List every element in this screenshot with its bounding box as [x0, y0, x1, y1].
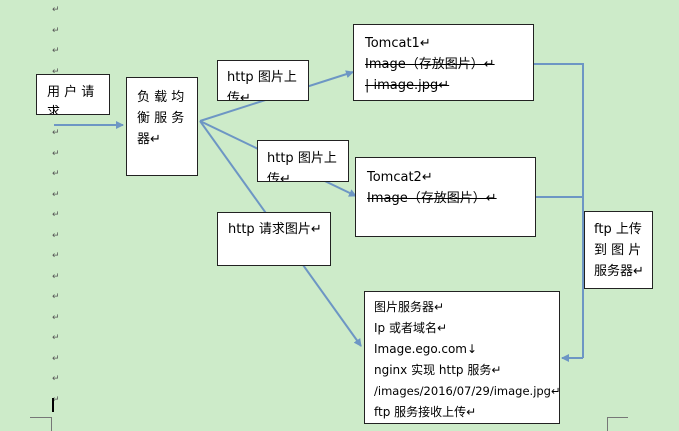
ftp-upload-line-1: ftp 上传: [594, 222, 642, 237]
tomcat1-box: Tomcat1↵ Image（存放图片）↵ | image.jpg↵: [353, 24, 534, 101]
paragraph-mark: ↵: [52, 374, 60, 384]
tomcat1-line-1: Image（存放图片）↵: [365, 57, 495, 72]
load-balancer-line-1: 负 载 均: [137, 90, 185, 105]
corner-guide-bottom-right: [607, 417, 628, 431]
ftp-upload-line-3: 服务器↵: [594, 264, 644, 279]
image-server-line-3: Image.ego.com↓: [374, 342, 478, 356]
paragraph-mark: ↵: [52, 394, 60, 405]
tomcat1-title: Tomcat1↵: [365, 36, 431, 51]
paragraph-mark: ↵: [52, 25, 60, 36]
paragraph-mark: ↵: [52, 148, 60, 159]
user-request-line-2: 求: [47, 105, 61, 115]
request-image-line-1: http 请求图片↵: [228, 222, 322, 237]
tomcat2-line-1: Image（存放图片）↵: [367, 191, 497, 206]
paragraph-mark: ↵: [52, 353, 60, 364]
upload-label-1-line-1: http 图片上: [227, 70, 297, 85]
paragraph-mark: ↵: [52, 251, 60, 261]
upload-label-1-line-2: 传↵: [227, 91, 251, 101]
image-server-line-2: Ip 或者域名↵: [374, 321, 448, 335]
text-cursor: [52, 398, 54, 412]
image-server-box: 图片服务器↵ Ip 或者域名↵ Image.ego.com↓ nginx 实现 …: [364, 291, 560, 424]
load-balancer-line-2: 衡 服 务: [137, 111, 185, 126]
tomcat1-line-2: | image.jpg↵: [365, 78, 450, 93]
image-server-line-6: ftp 服务接收上传↵: [374, 405, 477, 419]
upload-label-1: http 图片上 传↵: [217, 60, 309, 101]
tomcat2-box: Tomcat2↵ Image（存放图片）↵: [355, 157, 536, 237]
paragraph-mark: ↵: [52, 271, 60, 282]
arrow-tomcat1-to-ftp: [533, 63, 584, 358]
image-server-line-5: /images/2016/07/29/image.jpg↵: [374, 384, 560, 398]
upload-label-2-line-2: 传↵: [267, 172, 291, 182]
paragraph-mark: ↵: [52, 128, 60, 138]
upload-label-2: http 图片上 传↵: [257, 140, 349, 182]
load-balancer-line-3: 器↵: [137, 132, 161, 147]
load-balancer-box: 负 载 均 衡 服 务 器↵: [126, 77, 198, 176]
paragraph-mark: ↵: [52, 333, 60, 343]
paragraph-mark: ↵: [52, 46, 60, 56]
tomcat2-title: Tomcat2↵: [367, 170, 433, 185]
paragraph-mark: ↵: [52, 230, 60, 241]
paragraph-mark: ↵: [52, 66, 60, 77]
upload-label-2-line-1: http 图片上: [267, 151, 337, 166]
ftp-upload-line-2: 到 图 片: [594, 243, 642, 258]
request-image-label: http 请求图片↵: [217, 212, 331, 266]
ftp-upload-box: ftp 上传 到 图 片 服务器↵: [584, 211, 653, 289]
user-request-line-1: 用 户 请: [47, 85, 95, 100]
paragraph-mark: ↵: [52, 189, 60, 200]
paragraph-mark: ↵: [52, 169, 60, 179]
paragraph-mark: ↵: [52, 292, 60, 302]
paragraph-mark: ↵: [52, 312, 60, 323]
paragraph-mark: ↵: [52, 210, 60, 220]
image-server-line-4: nginx 实现 http 服务↵: [374, 363, 502, 377]
corner-guide-bottom-left: [30, 417, 52, 431]
image-server-line-1: 图片服务器↵: [374, 300, 445, 314]
user-request-box: 用 户 请 求: [36, 74, 110, 115]
paragraph-mark: ↵: [52, 5, 60, 15]
